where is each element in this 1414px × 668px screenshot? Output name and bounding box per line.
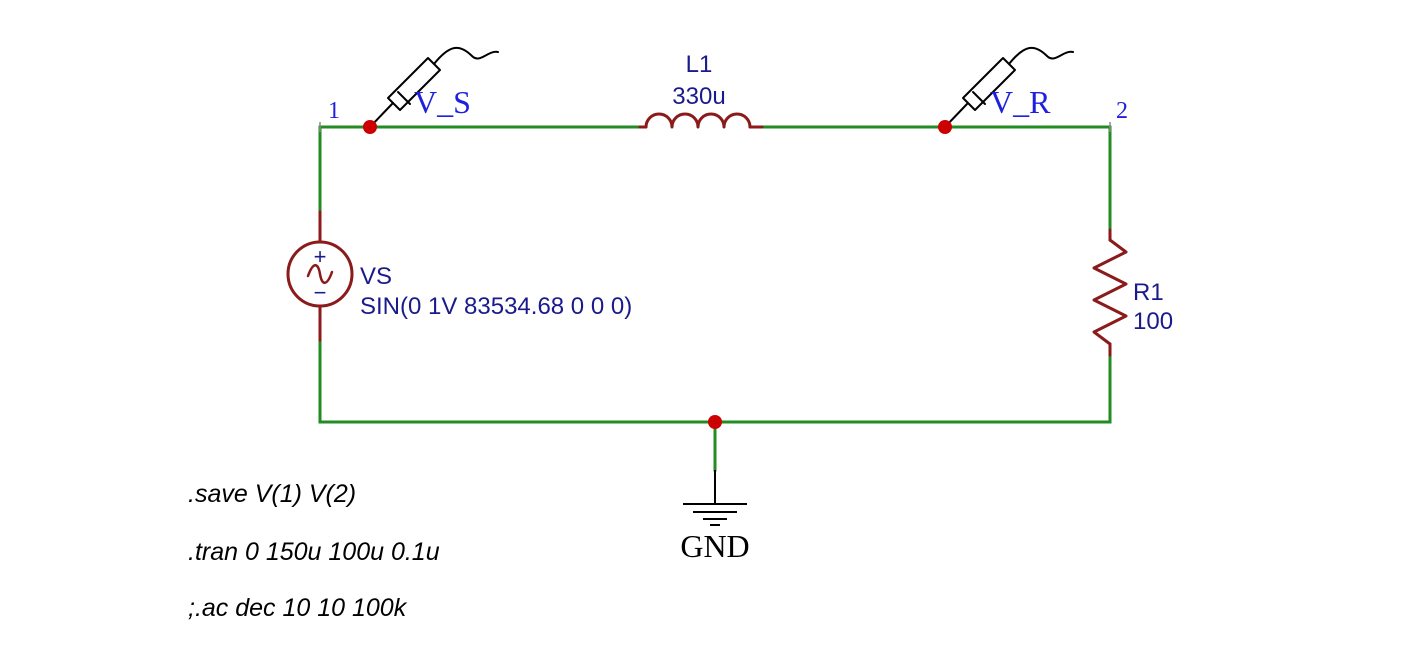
source-plus-sign: + bbox=[314, 244, 327, 269]
resistor-name-label: R1 bbox=[1133, 279, 1164, 306]
probe-vr-body bbox=[962, 57, 1016, 111]
probe-vs-label: V_S bbox=[414, 84, 471, 120]
probe-vs-cable bbox=[433, 46, 499, 65]
junction-node-2[interactable] bbox=[938, 120, 952, 134]
junction-node-1[interactable] bbox=[363, 120, 377, 134]
node-1-label: 1 bbox=[328, 98, 340, 124]
inductor-value-label: 330u bbox=[672, 83, 725, 110]
ground-symbol[interactable] bbox=[683, 470, 747, 526]
resistor-value-label: 100 bbox=[1133, 308, 1173, 335]
inductor-name-label: L1 bbox=[686, 51, 713, 78]
voltage-source-vs[interactable]: + − bbox=[286, 210, 354, 342]
source-minus-sign: − bbox=[314, 280, 327, 305]
node-2-label: 2 bbox=[1116, 98, 1128, 124]
probe-vs-grip bbox=[397, 91, 411, 105]
probe-vr-cable bbox=[1008, 46, 1074, 65]
resistor-r1[interactable] bbox=[1092, 228, 1128, 357]
probe-vr-grip bbox=[972, 91, 986, 105]
probe-vs-body bbox=[387, 57, 441, 111]
source-body bbox=[286, 240, 354, 308]
junction-ground[interactable] bbox=[708, 415, 722, 429]
ground-label: GND bbox=[680, 528, 749, 564]
inductor-coils bbox=[644, 112, 752, 129]
directive-tran[interactable]: .tran 0 150u 100u 0.1u bbox=[188, 538, 440, 566]
inductor-l1[interactable] bbox=[638, 112, 764, 129]
directive-save[interactable]: .save V(1) V(2) bbox=[188, 480, 357, 508]
source-value-label: SIN(0 1V 83534.68 0 0 0) bbox=[360, 293, 632, 320]
probe-vr-label: V_R bbox=[990, 84, 1051, 120]
directive-ac[interactable]: ;.ac dec 10 10 100k bbox=[188, 594, 407, 622]
resistor-zigzag bbox=[1092, 238, 1128, 346]
source-name-label: VS bbox=[360, 263, 392, 290]
sine-wave-icon bbox=[306, 264, 334, 284]
